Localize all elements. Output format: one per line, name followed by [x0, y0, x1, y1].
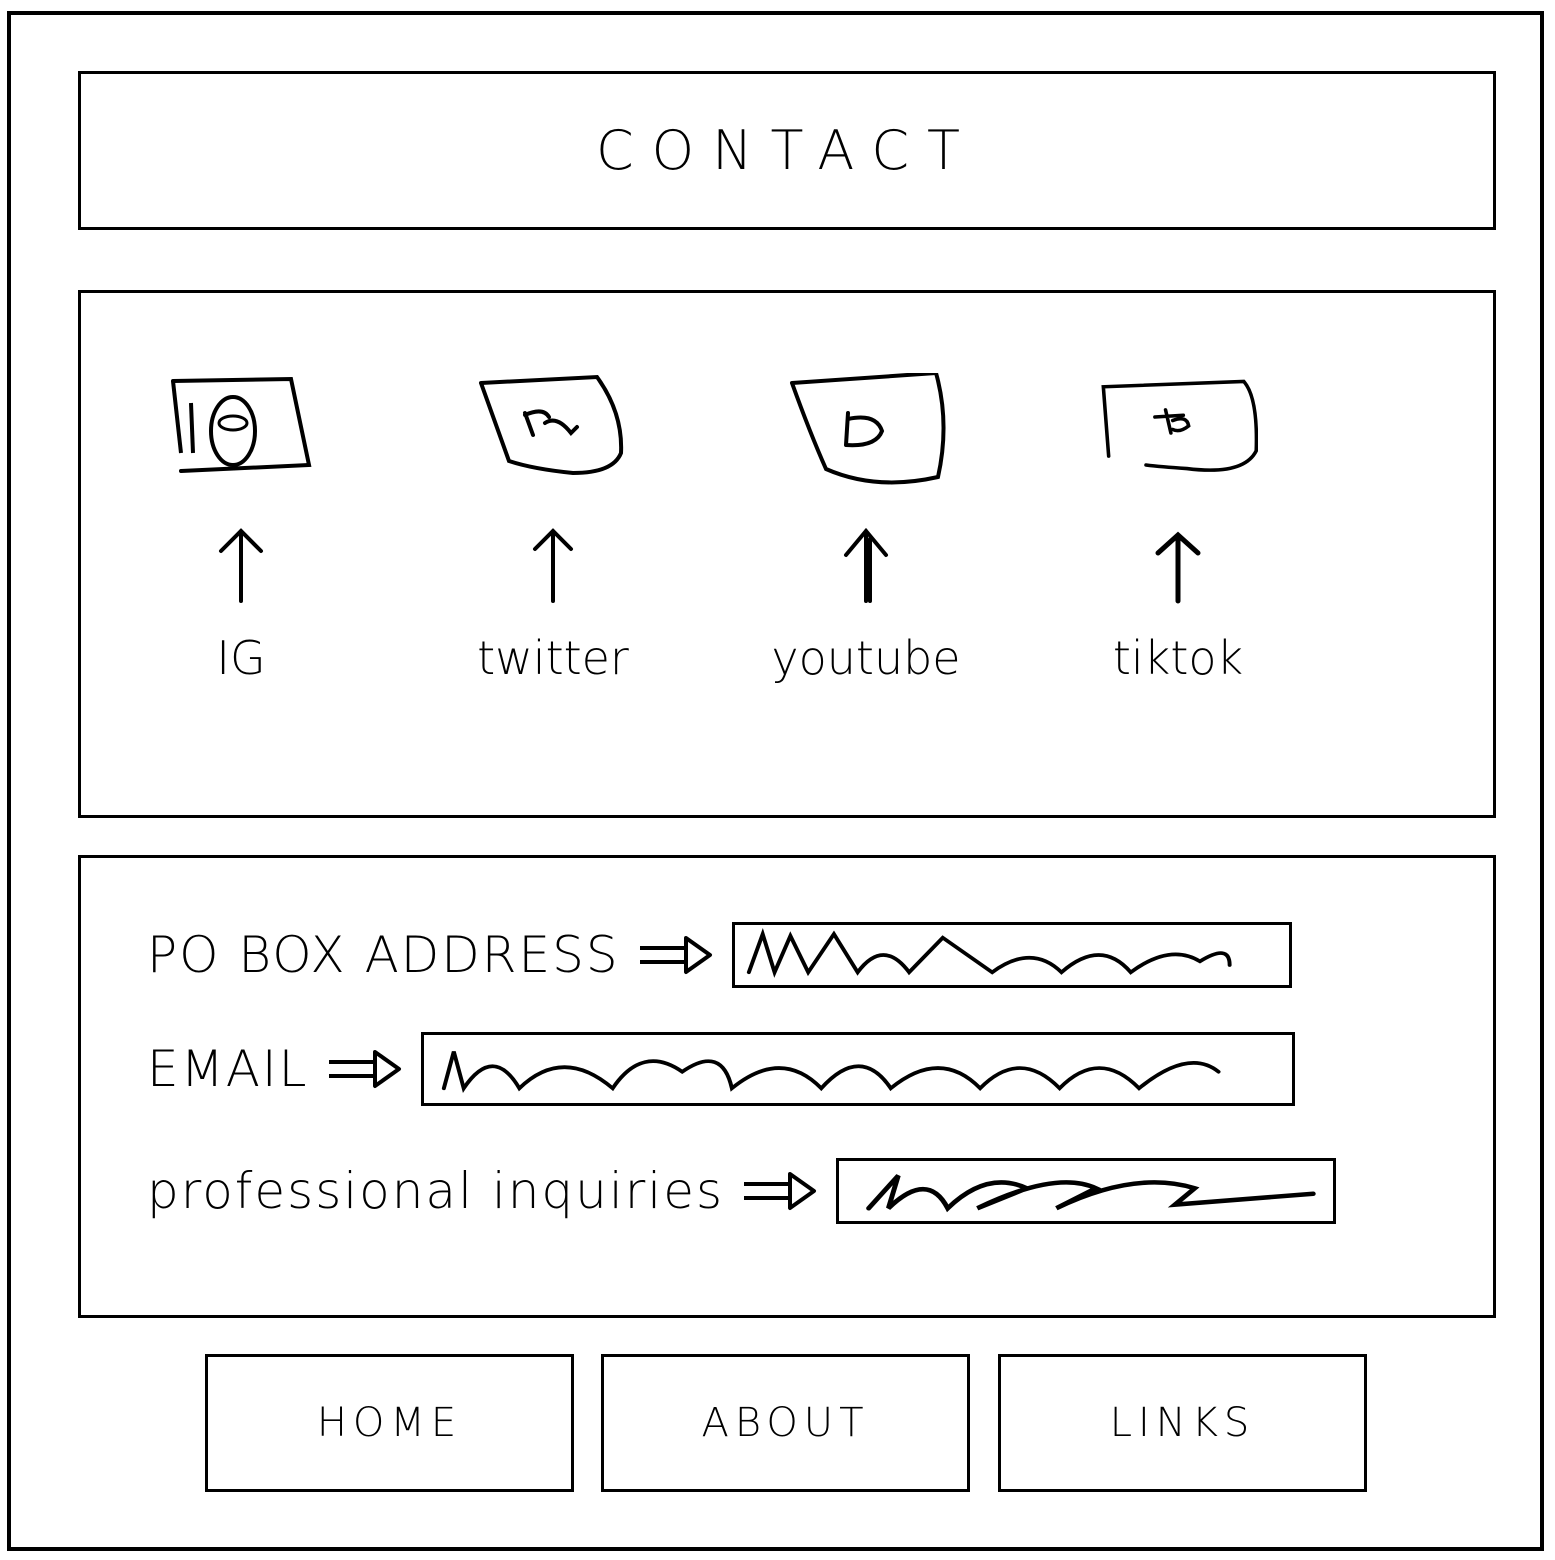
twitter-icon[interactable]	[473, 373, 633, 493]
arrow-right-icon	[744, 1172, 817, 1210]
inquiries-field[interactable]	[836, 1158, 1337, 1224]
inquiries-row: professional inquiries	[147, 1158, 1337, 1224]
tiktok-icon[interactable]	[1098, 373, 1258, 493]
po-box-field[interactable]	[731, 922, 1292, 988]
arrow-up-icon	[533, 528, 573, 603]
arrow-up-icon	[844, 527, 888, 603]
page-header: CONTACT	[78, 71, 1496, 230]
nav-links-button[interactable]: LINKS	[998, 1354, 1367, 1492]
po-box-row: PO BOX ADDRESS	[147, 922, 1292, 988]
social-label-tiktok: tiktok	[1112, 631, 1244, 685]
arrow-right-icon	[328, 1050, 401, 1088]
contact-info-section: PO BOX ADDRESS EMAIL professional inquir…	[78, 855, 1496, 1318]
social-link-twitter[interactable]: twitter	[423, 373, 683, 685]
arrow-right-icon	[639, 936, 712, 974]
email-row: EMAIL	[147, 1032, 1295, 1106]
page-title: CONTACT	[595, 119, 979, 182]
scribble-fill	[866, 1174, 1316, 1213]
social-link-ig[interactable]: IG	[111, 373, 371, 685]
social-link-tiktok[interactable]: tiktok	[1048, 373, 1308, 685]
social-links-section: IG twitter youtube tiktok	[78, 290, 1496, 818]
social-link-youtube[interactable]: youtube	[736, 373, 996, 685]
arrow-up-icon	[1155, 531, 1201, 604]
po-box-label: PO BOX ADDRESS	[147, 926, 620, 984]
nav-about-button[interactable]: ABOUT	[601, 1354, 970, 1492]
instagram-icon[interactable]	[161, 373, 321, 493]
scribble-fill	[441, 1051, 1221, 1093]
scribble-fill	[746, 927, 1232, 978]
social-label-youtube: youtube	[771, 631, 961, 685]
social-label-ig: IG	[216, 631, 266, 685]
nav-home-button[interactable]: HOME	[205, 1354, 574, 1492]
email-label: EMAIL	[147, 1040, 309, 1098]
email-field[interactable]	[420, 1032, 1295, 1106]
arrow-up-icon	[219, 528, 263, 603]
inquiries-label: professional inquiries	[147, 1162, 725, 1220]
page-frame	[7, 11, 1544, 1551]
youtube-icon[interactable]	[786, 373, 946, 493]
social-label-twitter: twitter	[477, 631, 629, 685]
